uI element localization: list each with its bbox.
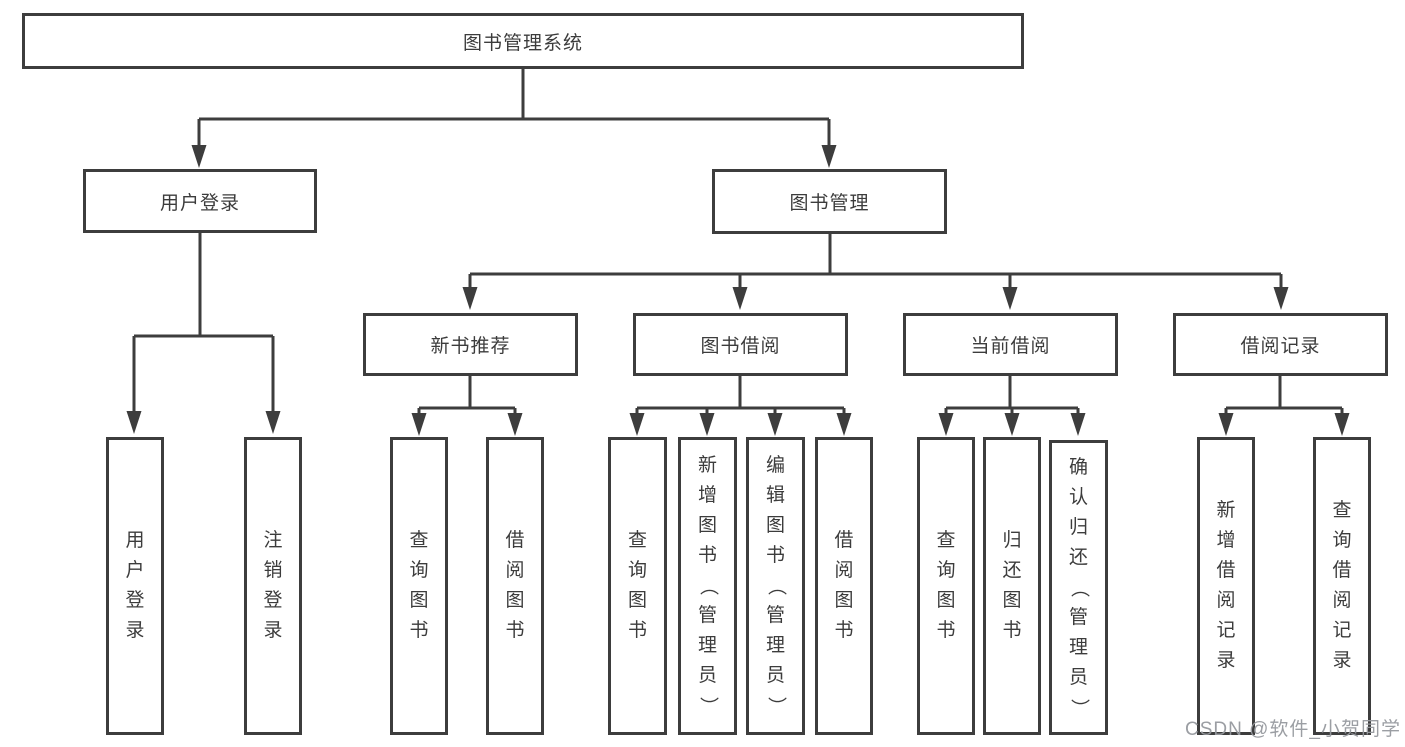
leaf-query-books-current: 查询图书 xyxy=(917,437,975,735)
node-library-management-system: 图书管理系统 xyxy=(22,13,1024,69)
leaf-add-borrow-record: 新增借阅记录 xyxy=(1197,437,1255,735)
node-current-borrow: 当前借阅 xyxy=(903,313,1118,376)
leaf-add-books-admin: 新增图书（管理员） xyxy=(678,437,737,735)
leaf-return-books: 归还图书 xyxy=(983,437,1041,735)
node-new-book-recommend: 新书推荐 xyxy=(363,313,578,376)
leaf-edit-books-admin: 编辑图书（管理员） xyxy=(746,437,805,735)
leaf-user-login: 用户登录 xyxy=(106,437,164,735)
node-user-login: 用户登录 xyxy=(83,169,317,233)
leaf-confirm-return-admin: 确认归还（管理员） xyxy=(1049,440,1108,735)
csdn-watermark: CSDN @软件_小贺同学 xyxy=(1185,719,1401,740)
node-book-management: 图书管理 xyxy=(712,169,947,234)
leaf-query-books-recommend: 查询图书 xyxy=(390,437,448,735)
arrowheads xyxy=(126,145,1350,436)
leaf-borrow-books: 借阅图书 xyxy=(815,437,873,735)
leaf-borrow-books-recommend: 借阅图书 xyxy=(486,437,544,735)
node-book-borrow: 图书借阅 xyxy=(633,313,848,376)
node-borrow-records: 借阅记录 xyxy=(1173,313,1388,376)
leaf-query-borrow-record: 查询借阅记录 xyxy=(1313,437,1371,735)
leaf-query-books-borrow: 查询图书 xyxy=(608,437,667,735)
leaf-logout: 注销登录 xyxy=(244,437,302,735)
